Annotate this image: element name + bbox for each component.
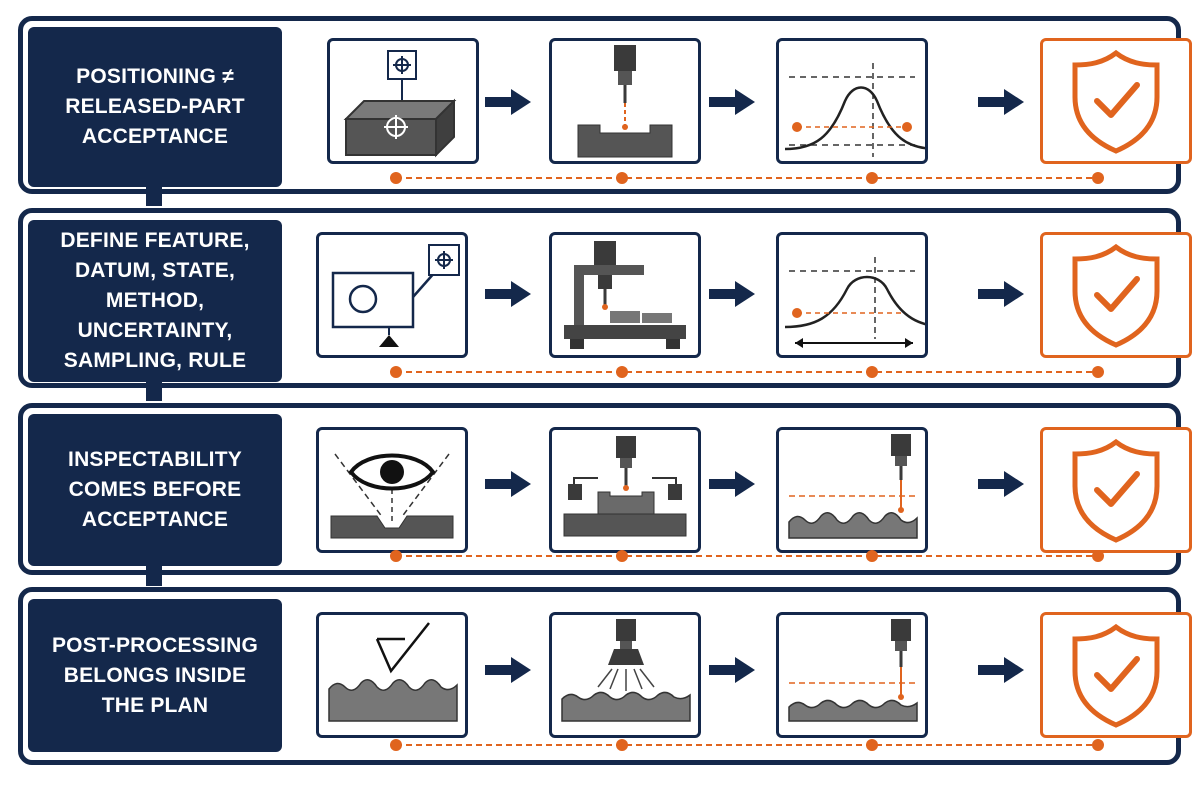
- row-1-label-box: POSITIONING ≠ RELEASED-PART ACCEPTANCE: [28, 27, 282, 187]
- distribution-range-icon: [776, 232, 928, 358]
- shield-check-icon: [1040, 612, 1192, 738]
- row-4-label-box: POST-PROCESSING BELONGS INSIDE THE PLAN: [28, 599, 282, 752]
- trace-line: [390, 550, 1104, 562]
- row-connector: [146, 381, 162, 401]
- arrow-right-icon: [978, 471, 1024, 497]
- row-3-label: INSPECTABILITY COMES BEFORE ACCEPTANCE: [68, 448, 242, 531]
- eye-access-icon: [316, 427, 468, 553]
- arrow-right-icon: [709, 281, 755, 307]
- trace-line: [390, 366, 1104, 378]
- row-connector: [146, 566, 162, 586]
- row-4-label: POST-PROCESSING BELONGS INSIDE THE PLAN: [51, 633, 259, 717]
- trace-line: [390, 739, 1104, 751]
- arrow-right-icon: [709, 471, 755, 497]
- arrow-right-icon: [485, 281, 531, 307]
- blasting-nozzle-icon: [549, 612, 701, 738]
- feature-datum-icon: [316, 232, 468, 358]
- surface-finish-icon: [316, 612, 468, 738]
- arrow-right-icon: [709, 89, 755, 115]
- arrow-right-icon: [978, 657, 1024, 683]
- shield-check-icon: [1040, 232, 1192, 358]
- row-2-label: DEFINE FEATURE, DATUM, STATE, METHOD, UN…: [60, 229, 250, 372]
- row-connector: [146, 186, 162, 206]
- probe-surface-icon: [776, 427, 928, 553]
- arrow-right-icon: [978, 281, 1024, 307]
- row-3-label-box: INSPECTABILITY COMES BEFORE ACCEPTANCE: [28, 414, 282, 566]
- datum-block-icon: [327, 38, 479, 164]
- probe-on-part-icon: [549, 38, 701, 164]
- arrow-right-icon: [978, 89, 1024, 115]
- probe-finished-surface-icon: [776, 612, 928, 738]
- distribution-curve-icon: [776, 38, 928, 164]
- row-1-label: POSITIONING ≠ RELEASED-PART ACCEPTANCE: [65, 65, 245, 148]
- shield-check-icon: [1040, 427, 1192, 553]
- arrow-right-icon: [485, 89, 531, 115]
- fixtured-probe-icon: [549, 427, 701, 553]
- arrow-right-icon: [485, 471, 531, 497]
- shield-check-icon: [1040, 38, 1192, 164]
- arrow-right-icon: [485, 657, 531, 683]
- row-2-label-box: DEFINE FEATURE, DATUM, STATE, METHOD, UN…: [28, 220, 282, 382]
- trace-line: [390, 172, 1104, 184]
- cmm-machine-icon: [549, 232, 701, 358]
- arrow-right-icon: [709, 657, 755, 683]
